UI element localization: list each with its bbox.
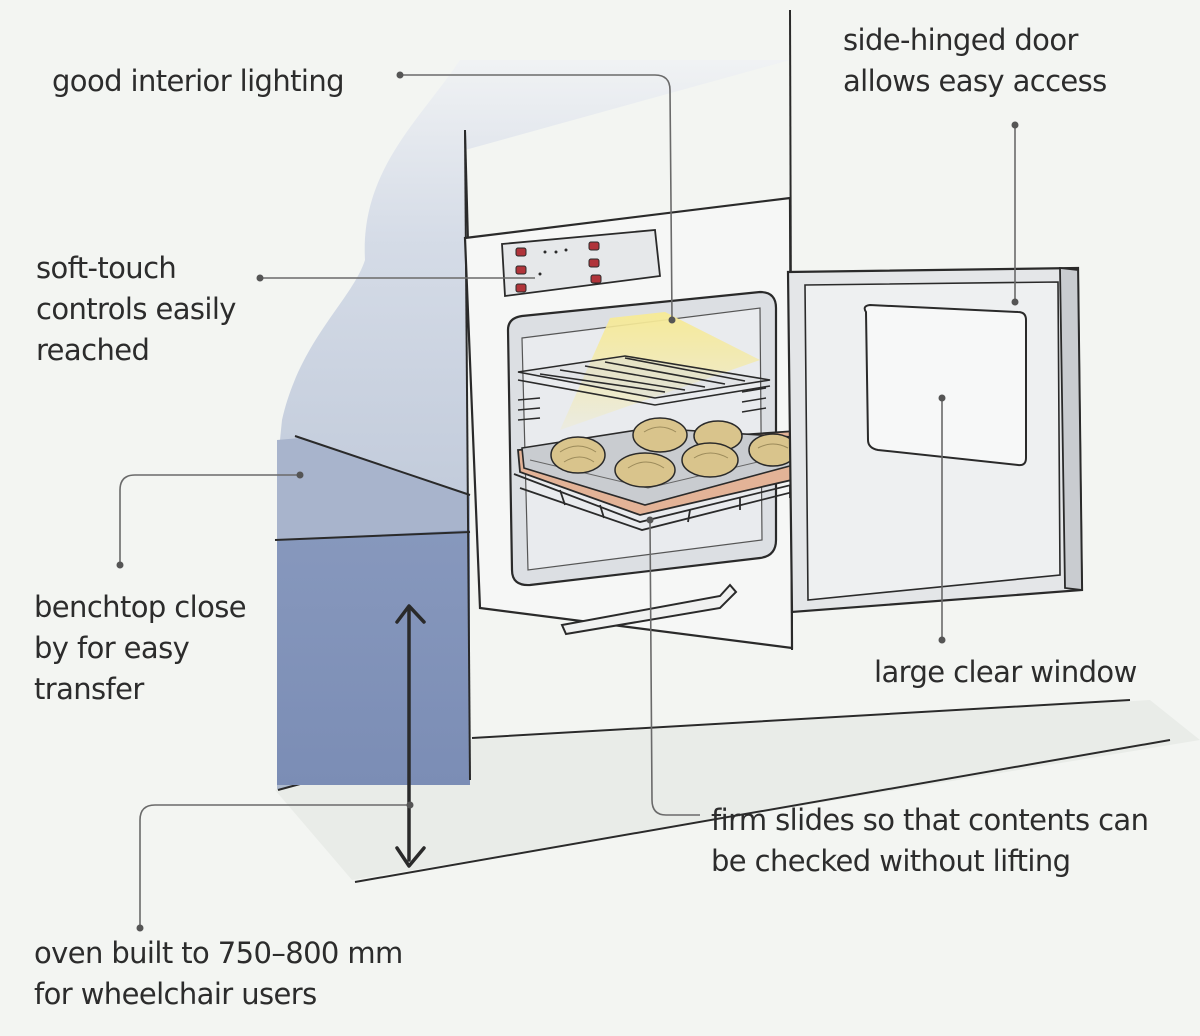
- oven-body: [463, 196, 888, 650]
- label-large-clear-window: large clear window: [874, 655, 1137, 689]
- label-oven-height: oven built to 750–800 mm for wheelchair …: [34, 936, 403, 1011]
- door-window: [863, 303, 1027, 467]
- benchtop: [274, 435, 471, 785]
- label-benchtop: benchtop close by for easy transfer: [34, 590, 247, 706]
- leader-lines: [119, 74, 1016, 928]
- label-firm-slides: firm slides so that contents can be chec…: [711, 803, 1149, 878]
- leader-dots: [116, 71, 1019, 932]
- oven-door: [786, 266, 1084, 614]
- control-buttons: [515, 241, 602, 293]
- label-side-hinged-door: side-hinged door allows easy access: [843, 23, 1107, 98]
- floor-plinth: [275, 700, 1200, 880]
- label-soft-touch-controls: soft-touch controls easily reached: [36, 251, 236, 367]
- interior-light: [560, 312, 760, 430]
- pastries: [550, 417, 798, 488]
- drawer-handle: [560, 583, 738, 636]
- upper-rack: [517, 355, 771, 406]
- height-arrow: [395, 604, 426, 868]
- label-interior-lighting: good interior lighting: [52, 64, 345, 98]
